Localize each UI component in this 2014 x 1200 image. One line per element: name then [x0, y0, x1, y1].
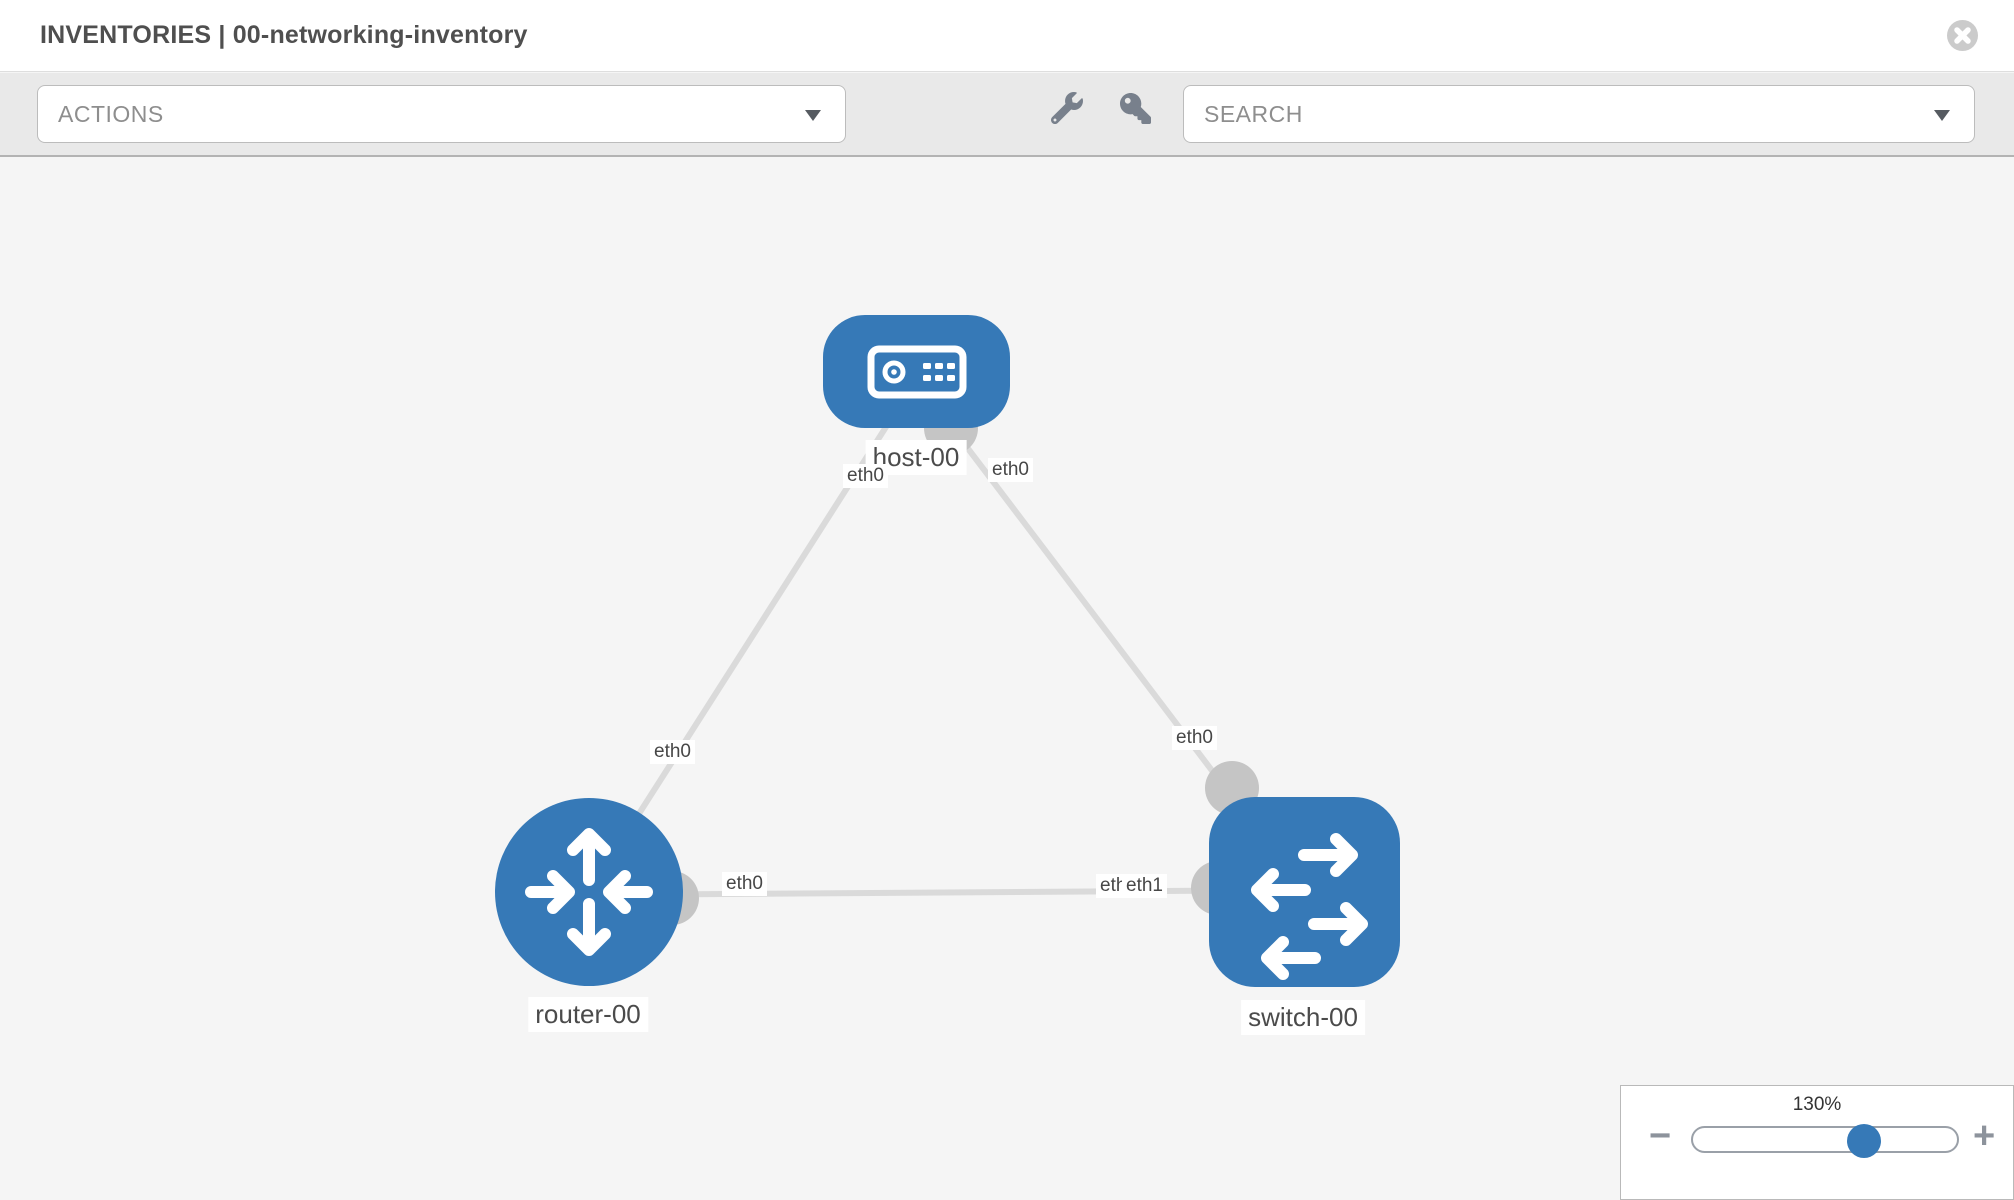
- chevron-down-icon: [805, 110, 821, 121]
- actions-dropdown[interactable]: ACTIONS: [37, 85, 846, 143]
- iface-label-host-right: eth0: [988, 458, 1033, 482]
- iface-label-switch-link: eth0: [1172, 726, 1217, 750]
- header: INVENTORIES | 00-networking-inventory: [0, 0, 2014, 72]
- zoom-in-button[interactable]: +: [1973, 1115, 1996, 1157]
- zoom-out-button[interactable]: −: [1649, 1115, 1672, 1157]
- close-button[interactable]: [1946, 19, 1979, 52]
- iface-label-switch-eth1: eth1: [1122, 874, 1167, 898]
- key-icon: [1119, 92, 1151, 124]
- actions-dropdown-label: ACTIONS: [58, 100, 164, 127]
- search-dropdown[interactable]: SEARCH: [1183, 85, 1975, 143]
- iface-label-router-right: eth0: [722, 872, 767, 896]
- chevron-down-icon: [1934, 110, 1950, 121]
- zoom-level-value: 130%: [1792, 1094, 1842, 1115]
- zoom-slider-thumb[interactable]: [1847, 1124, 1881, 1158]
- iface-label-host-left: eth0: [843, 464, 888, 488]
- zoom-slider-track[interactable]: [1691, 1126, 1959, 1153]
- link-router-switch: [588, 887, 1305, 898]
- host-icon: [867, 345, 967, 399]
- wrench-icon: [1051, 92, 1083, 124]
- node-switch-00[interactable]: [1209, 797, 1400, 987]
- node-host-00[interactable]: [823, 315, 1010, 428]
- node-label-router: router-00: [528, 997, 648, 1032]
- switch-icon: [1251, 833, 1368, 980]
- page-title: INVENTORIES | 00-networking-inventory: [40, 21, 528, 49]
- credentials-button[interactable]: [1113, 86, 1157, 130]
- zoom-control-panel: 130% − +: [1620, 1085, 2014, 1200]
- topology-canvas[interactable]: host-00 router-00 switch-00 eth0 eth0 et…: [0, 159, 2014, 1200]
- node-router-00[interactable]: [495, 798, 683, 986]
- node-label-switch: switch-00: [1241, 1000, 1365, 1035]
- iface-label-router-link: eth0: [650, 740, 695, 764]
- close-icon: [1947, 20, 1978, 51]
- search-placeholder: SEARCH: [1204, 100, 1303, 127]
- router-icon: [525, 828, 653, 956]
- toolbar: ACTIONS SEARCH: [0, 73, 2014, 157]
- configure-button[interactable]: [1045, 86, 1089, 130]
